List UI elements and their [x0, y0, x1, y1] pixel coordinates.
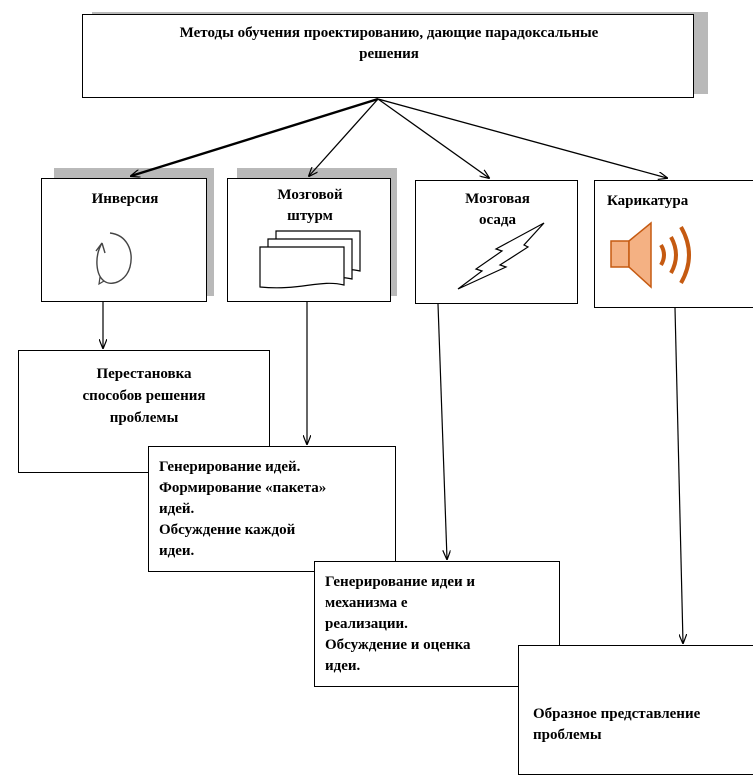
- siege-description: Генерирование идеи и механизма е реализа…: [325, 572, 475, 677]
- title-line-2: решения: [359, 46, 419, 62]
- circular-arrow-icon: [95, 232, 132, 286]
- brainstorm-description-line: идеи.: [159, 543, 195, 559]
- brainstorm-description-line: Формирование «пакета»: [159, 480, 327, 496]
- arrow-title-to-brainstorm: [309, 98, 379, 176]
- inversion-label: Инверсия: [91, 191, 159, 207]
- inversion-box: Инверсия: [41, 178, 207, 302]
- brainstorm-description-line: Обсуждение каждой: [159, 522, 296, 538]
- caricature-description-line: Образное представление: [533, 706, 701, 722]
- stacked-papers-icon: [259, 230, 361, 289]
- brainstorm-label-line-1: Мозговой: [277, 187, 343, 203]
- inversion-description-line: способов решения: [82, 388, 206, 404]
- arrow-title-to-siege: [377, 98, 489, 178]
- caricature-description-box: Образное представление проблемы: [518, 645, 753, 775]
- lightning-bolt-icon: [457, 222, 545, 290]
- siege-label: Мозговая осада: [416, 189, 579, 231]
- arrow-title-to-inversion: [131, 97, 379, 176]
- siege-label-line-2: осада: [479, 212, 516, 228]
- brainstorm-description-box: Генерирование идей. Формирование «пакета…: [148, 446, 396, 572]
- caricature-box: Карикатура: [594, 180, 753, 308]
- inversion-description-line: Перестановка: [96, 366, 192, 382]
- arrow-caricature-to-description: [674, 307, 683, 643]
- caricature-description: Образное представление проблемы: [533, 704, 700, 746]
- brainstorm-box: Мозговой штурм: [227, 178, 391, 302]
- brainstorm-description-line: Генерирование идей.: [159, 459, 301, 475]
- caricature-label: Карикатура: [607, 193, 689, 209]
- title-text: Методы обучения проектированию, дающие п…: [83, 23, 695, 65]
- siege-description-line: реализации.: [325, 616, 408, 632]
- title-line-1: Методы обучения проектированию, дающие п…: [179, 25, 599, 41]
- brainstorm-description-line: идей.: [159, 501, 195, 517]
- siege-description-line: Генерирование идеи и: [325, 574, 476, 590]
- siege-box: Мозговая осада: [415, 180, 578, 304]
- inversion-description: Перестановка способов решения проблемы: [19, 363, 269, 429]
- siege-label-line-1: Мозговая: [465, 191, 530, 207]
- arrow-title-to-caricature: [377, 98, 667, 178]
- siege-description-line: идеи.: [325, 658, 361, 674]
- brainstorm-label: Мозговой штурм: [228, 185, 392, 227]
- brainstorm-description: Генерирование идей. Формирование «пакета…: [159, 457, 326, 562]
- title-box: Методы обучения проектированию, дающие п…: [82, 14, 694, 98]
- brainstorm-label-line-2: штурм: [287, 208, 333, 224]
- caricature-description-line: проблемы: [533, 727, 602, 743]
- speaker-icon: [610, 221, 691, 289]
- siege-description-line: Обсуждение и оценка: [325, 637, 471, 653]
- inversion-description-line: проблемы: [109, 410, 179, 426]
- arrow-siege-to-description: [437, 303, 447, 559]
- siege-description-line: механизма е: [325, 595, 408, 611]
